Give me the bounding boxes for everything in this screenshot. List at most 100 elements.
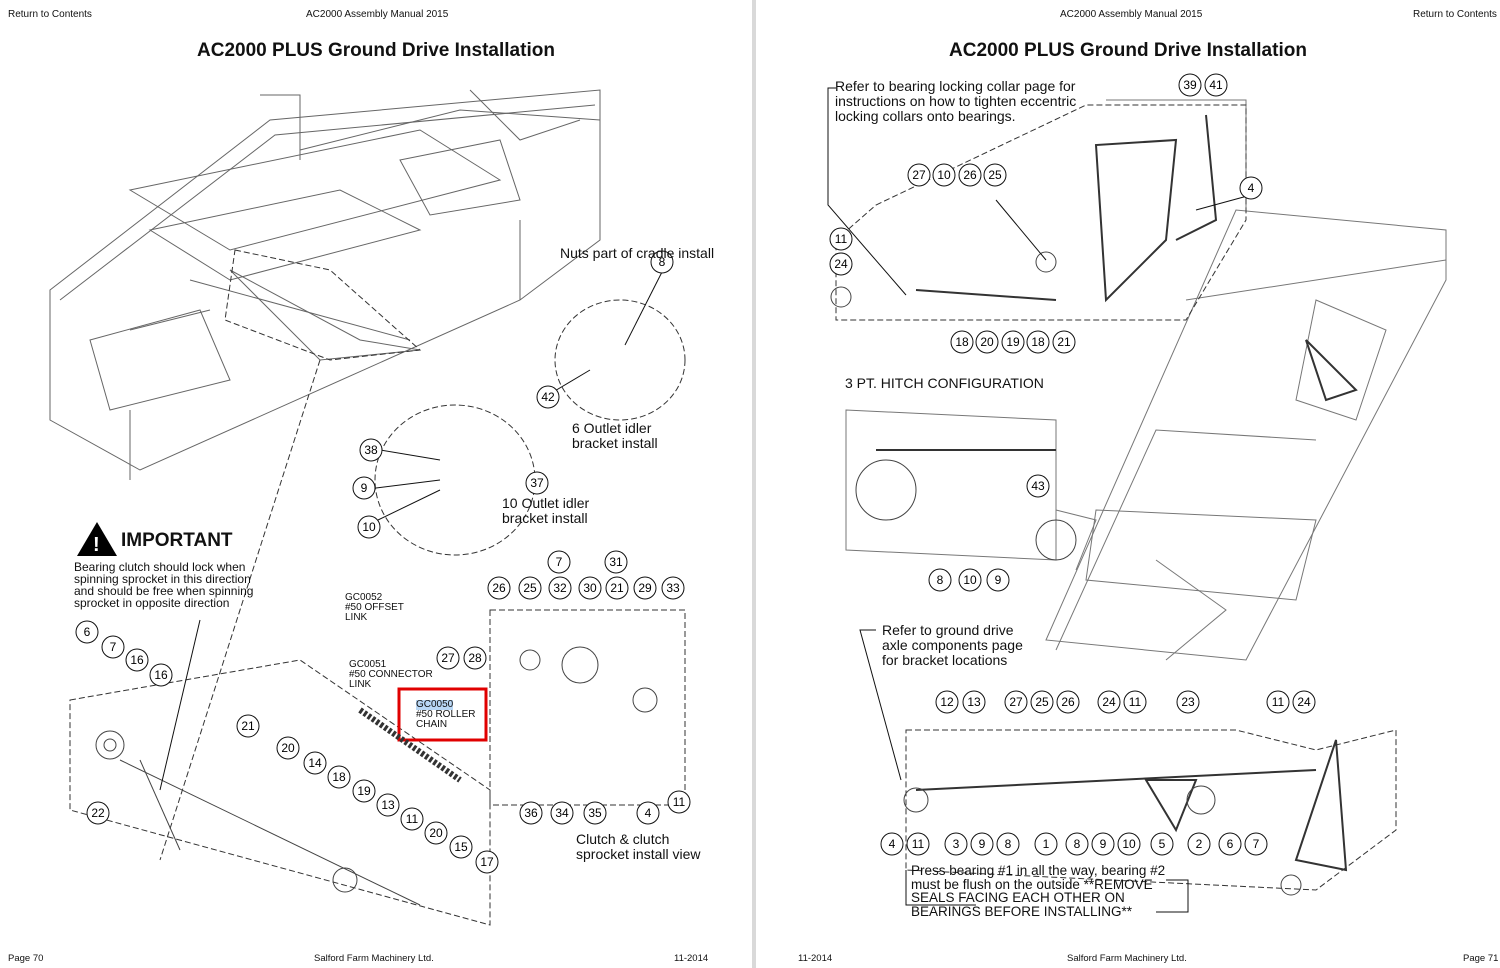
svg-text:21: 21 — [610, 581, 624, 595]
part-callout-24: 24 — [1292, 690, 1316, 714]
page-title: AC2000 PLUS Ground Drive Installation — [949, 40, 1307, 61]
page-title: AC2000 PLUS Ground Drive Installation — [197, 40, 555, 61]
part-gc0052: GC0052 — [345, 592, 383, 603]
part-callout-4: 4 — [1239, 176, 1263, 200]
footer-date: 11-2014 — [798, 953, 833, 964]
svg-text:13: 13 — [381, 798, 395, 812]
svg-text:4: 4 — [1248, 181, 1255, 195]
part-callout-2: 2 — [1187, 832, 1211, 856]
part-callout-8: 8 — [928, 568, 952, 592]
part-callout-9: 9 — [986, 568, 1010, 592]
part-callout-16: 16 — [125, 648, 149, 672]
svg-text:11: 11 — [1129, 695, 1142, 709]
svg-text:20: 20 — [281, 741, 295, 755]
svg-text:27: 27 — [441, 651, 455, 665]
svg-text:16: 16 — [130, 653, 144, 667]
svg-text:43: 43 — [1031, 479, 1045, 493]
svg-text:1: 1 — [1043, 837, 1050, 851]
part-callout-39: 39 — [1178, 73, 1202, 97]
svg-text:8: 8 — [659, 255, 666, 269]
part-callout-5: 5 — [1150, 832, 1174, 856]
part-callout-29: 29 — [633, 576, 657, 600]
svg-text:10: 10 — [937, 168, 951, 182]
svg-text:18: 18 — [955, 335, 969, 349]
part-callout-10: 10 — [357, 515, 381, 539]
svg-text:11: 11 — [406, 812, 419, 826]
part-callout-32: 32 — [548, 576, 572, 600]
return-to-contents-link[interactable]: Return to Contents — [1413, 9, 1497, 20]
part-callout-34: 34 — [550, 801, 574, 825]
part-callout-18: 18 — [327, 765, 351, 789]
part-callout-20: 20 — [276, 736, 300, 760]
svg-text:5: 5 — [1159, 837, 1166, 851]
svg-text:9: 9 — [979, 837, 986, 851]
svg-text:10: 10 — [362, 520, 376, 534]
svg-text:32: 32 — [553, 581, 567, 595]
part-callout-35: 35 — [583, 801, 607, 825]
svg-text:18: 18 — [332, 770, 346, 784]
svg-text:37: 37 — [530, 476, 544, 490]
part-callout-27: 27 — [1004, 690, 1028, 714]
part-callout-26: 26 — [487, 576, 511, 600]
part-callout-31: 31 — [604, 550, 628, 574]
part-callout-10: 10 — [1117, 832, 1141, 856]
part-callout-9: 9 — [1091, 832, 1115, 856]
svg-text:6: 6 — [1227, 837, 1234, 851]
part-callout-10: 10 — [932, 163, 956, 187]
part-callout-12: 12 — [935, 690, 959, 714]
svg-text:7: 7 — [1253, 837, 1260, 851]
part-callout-8: 8 — [1065, 832, 1089, 856]
part-callout-25: 25 — [983, 163, 1007, 187]
part-callout-24: 24 — [1097, 690, 1121, 714]
svg-text:8: 8 — [1005, 837, 1012, 851]
part-callout-42: 42 — [536, 385, 560, 409]
part-callout-6: 6 — [75, 620, 99, 644]
part-callout-20: 20 — [975, 330, 999, 354]
svg-text:34: 34 — [555, 806, 569, 820]
part-callout-37: 37 — [525, 471, 549, 495]
svg-text:39: 39 — [1183, 78, 1197, 92]
svg-text:20: 20 — [980, 335, 994, 349]
part-callout-4: 4 — [636, 801, 660, 825]
part-callout-13: 13 — [962, 690, 986, 714]
important-text: Bearing clutch should lock when spinning… — [74, 560, 254, 610]
svg-text:11: 11 — [1272, 695, 1285, 709]
svg-text:10: 10 — [1122, 837, 1136, 851]
part-callout-41: 41 — [1204, 73, 1228, 97]
svg-text:11: 11 — [912, 837, 925, 851]
note-clutch: Clutch & clutch sprocket install view — [576, 831, 701, 862]
part-callout-26: 26 — [958, 163, 982, 187]
part-gc0050: GC0050 — [416, 699, 454, 710]
part-callout-25: 25 — [518, 576, 542, 600]
part-callout-26: 26 — [1056, 690, 1080, 714]
part-gc0050-desc: #50 ROLLER CHAIN — [416, 709, 476, 730]
svg-text:19: 19 — [1006, 335, 1020, 349]
highlight-box — [397, 687, 488, 742]
svg-text:19: 19 — [357, 784, 371, 798]
svg-text:7: 7 — [110, 640, 117, 654]
left-assembly-drawing: ! — [49, 89, 686, 926]
part-callout-7: 7 — [547, 550, 571, 574]
svg-text:27: 27 — [1009, 695, 1023, 709]
part-callout-4: 4 — [880, 832, 904, 856]
part-callout-3: 3 — [944, 832, 968, 856]
part-callout-9: 9 — [352, 476, 376, 500]
part-callout-25: 25 — [1030, 690, 1054, 714]
svg-text:4: 4 — [645, 806, 652, 820]
part-callout-7: 7 — [1244, 832, 1268, 856]
footer-company: Salford Farm Machinery Ltd. — [314, 953, 434, 964]
part-callout-23: 23 — [1176, 690, 1200, 714]
part-callout-9: 9 — [970, 832, 994, 856]
return-to-contents-link[interactable]: Return to Contents — [8, 9, 92, 20]
svg-text:25: 25 — [523, 581, 537, 595]
right-page: AC2000 Assembly Manual 2015 Return to Co… — [756, 0, 1500, 968]
svg-text:42: 42 — [541, 390, 555, 404]
note-hitch-config: 3 PT. HITCH CONFIGURATION — [845, 375, 1044, 391]
part-callout-11: 11 — [1266, 690, 1290, 714]
svg-text:7: 7 — [556, 555, 563, 569]
svg-text:28: 28 — [468, 651, 482, 665]
part-callout-8: 8 — [650, 250, 674, 274]
svg-text:15: 15 — [454, 840, 468, 854]
part-callout-33: 33 — [661, 576, 685, 600]
